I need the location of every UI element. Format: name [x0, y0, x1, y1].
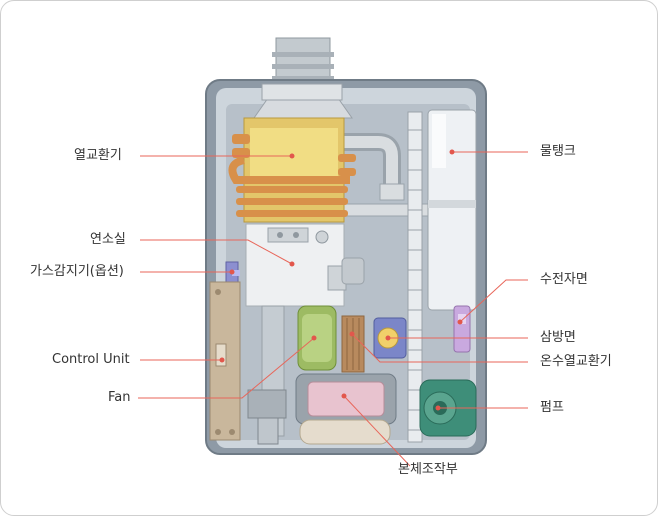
water-tank-illustration: [427, 109, 477, 311]
control-unit-illustration: [209, 281, 241, 441]
leader-combustion-chamber: [140, 239, 293, 265]
leader-dots: [219, 149, 463, 411]
hot-water-heat-exchanger-illustration: [341, 315, 365, 373]
heat-exchanger-illustration: [228, 117, 356, 223]
dot-water-level-sensor: [457, 319, 463, 325]
dot-hot-water-heat-exchanger: [349, 331, 355, 337]
water-level-sensor-illustration: [453, 305, 471, 353]
dot-three-way-valve: [385, 335, 391, 341]
label-water-tank: 물탱크: [540, 144, 576, 159]
leader-fan: [138, 337, 315, 399]
label-control-unit: Control Unit: [52, 352, 130, 367]
dot-combustion-chamber: [289, 261, 295, 267]
label-gas-sensor: 가스감지기(옵션): [30, 264, 124, 279]
water-level-ladder: [407, 111, 423, 443]
label-combustion-chamber: 연소실: [90, 232, 126, 247]
dot-pump: [435, 405, 441, 411]
leader-body-controller: [343, 395, 411, 467]
leader-lines: [138, 151, 528, 467]
label-fan: Fan: [108, 390, 131, 405]
fan-column: [247, 305, 287, 445]
label-body-controller: 본체조작부: [398, 462, 458, 477]
dot-heat-exchanger: [289, 153, 295, 159]
label-pump: 펌프: [540, 400, 564, 415]
label-three-way-valve: 삼방면: [540, 330, 576, 345]
label-hot-water-heat-exchanger: 온수열교환기: [540, 354, 612, 369]
dot-water-tank: [449, 149, 455, 155]
exhaust-flue: [272, 37, 334, 85]
dot-fan: [311, 335, 317, 341]
body-controller-illustration: [295, 373, 397, 445]
flue-neck: [253, 97, 353, 119]
fan-illustration: [297, 305, 337, 371]
label-water-level-sensor: 수전자면: [540, 272, 588, 287]
dot-gas-sensor: [229, 269, 235, 275]
leader-water-level-sensor: [459, 279, 528, 323]
label-heat-exchanger: 열교환기: [74, 148, 122, 163]
combustion-chamber-illustration: [245, 223, 365, 307]
leader-hot-water-heat-exchanger: [351, 333, 528, 363]
dot-control-unit: [219, 357, 225, 363]
dot-body-controller: [341, 393, 347, 399]
